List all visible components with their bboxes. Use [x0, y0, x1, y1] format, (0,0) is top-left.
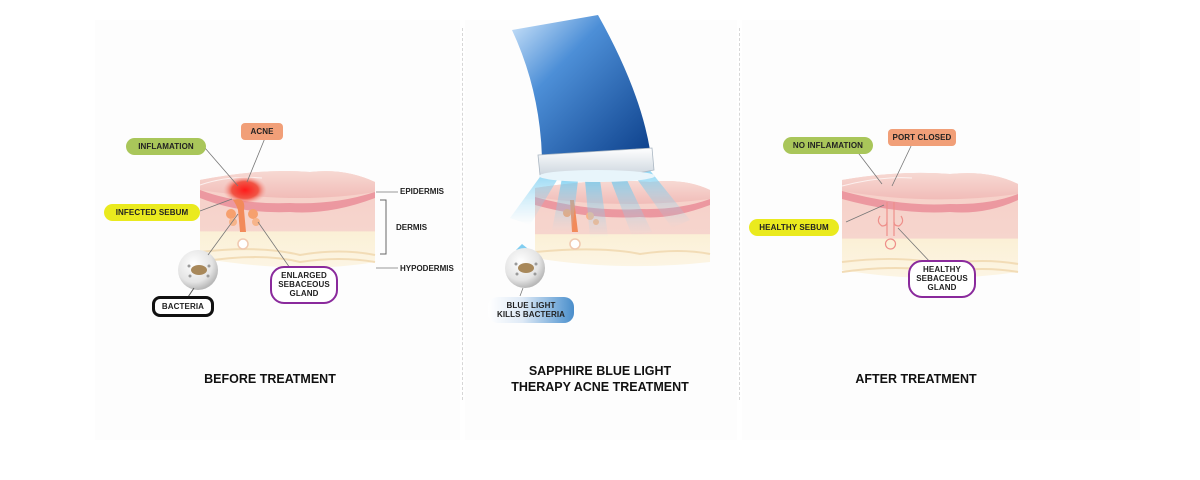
label-healthy-sebum: HEALTHY SEBUM	[749, 219, 839, 237]
divider-left	[462, 28, 463, 400]
after-skin-block	[841, 143, 1019, 279]
divider-right	[739, 28, 740, 400]
label-enlarged-sebaceous-gland: ENLARGED SEBACEOUS GLAND	[270, 266, 338, 304]
caption-after-treatment: AFTER TREATMENT	[855, 372, 977, 386]
label-dermis: DERMIS	[396, 223, 428, 232]
before-skin-block	[178, 137, 398, 301]
label-inflamation: INFLAMATION	[126, 138, 206, 156]
label-no-inflamation: NO INFLAMATION	[783, 137, 873, 155]
label-infected-sebum: INFECTED SEBUM	[104, 204, 200, 222]
label-blue-light-kills-bacteria: BLUE LIGHT KILLS BACTERIA	[488, 297, 574, 324]
sapphire-wand-body	[512, 15, 650, 158]
caption-sapphire-treatment: SAPPHIRE BLUE LIGHT THERAPY ACNE TREATME…	[511, 364, 689, 394]
caption-before-treatment: BEFORE TREATMENT	[204, 372, 336, 386]
label-acne: ACNE	[241, 123, 283, 141]
healthy-gland	[877, 202, 904, 250]
hair-follicle-bulb	[237, 238, 249, 250]
inflamation-spot	[223, 176, 267, 204]
label-port-closed: PORT CLOSED	[888, 129, 956, 147]
middle-skin-block	[505, 15, 711, 297]
label-epidermis: EPIDERMIS	[400, 187, 445, 196]
label-bacteria: BACTERIA	[152, 296, 214, 318]
dermis-bracket	[380, 199, 387, 255]
label-healthy-sebaceous-gland: HEALTHY SEBACEOUS GLAND	[908, 260, 976, 298]
label-hypodermis: HYPODERMIS	[400, 264, 454, 273]
blue-light-beams	[510, 168, 690, 238]
